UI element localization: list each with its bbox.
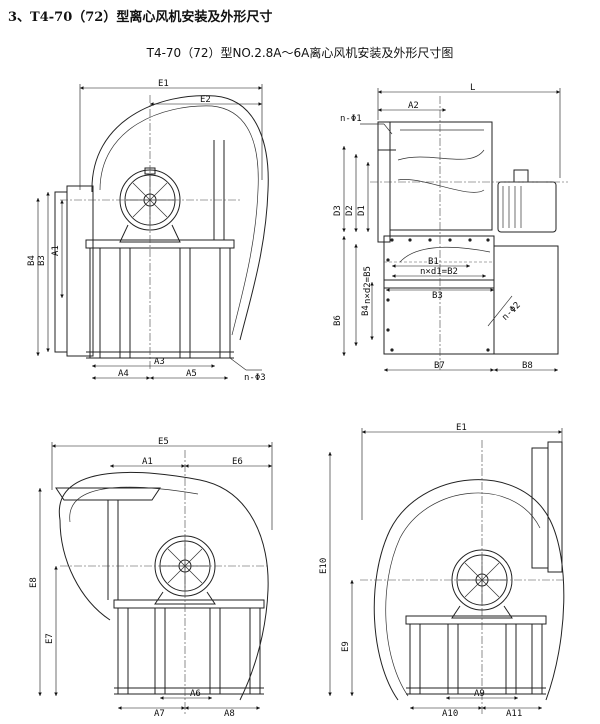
page-heading: 3、T4-70（72）型离心风机安装及外形尺寸 [8,10,273,25]
dim-A5: A5 [186,369,197,379]
scroll-casing-bottom-right [373,479,565,701]
view-front-bottom-right: E1 E10 E9 A9 A10 A11 [319,423,566,719]
motor-body-side [497,181,557,233]
label-n-phi1: n-Φ1 [340,114,362,124]
dim-E2: E2 [200,95,211,105]
dim-E9: E9 [341,641,351,652]
outlet-top [55,487,161,501]
dim-A1: A1 [51,245,61,256]
frame-top-beam [85,239,235,249]
view-front-top-left: E1 E2 B4 B3 A1 A3 A4 A5 n-Φ3 [27,79,269,383]
dim-B4: B4 [27,255,37,266]
dim-A9: A9 [474,689,485,699]
dim-B4-side: B4 [361,305,371,316]
dim-A8: A8 [224,709,235,719]
dim-L: L [470,83,475,93]
dim-n-d1-B2: n×d1=B2 [420,267,458,277]
drawing-title: T4-70（72）型NO.2.8A～6A离心风机安装及外形尺寸图 [146,46,454,60]
label-n-phi2: n-Φ2 [500,300,522,322]
dim-E10: E10 [319,558,329,574]
dim-A4: A4 [118,369,129,379]
dim-A2: A2 [408,101,419,111]
dim-B7: B7 [434,361,445,371]
dim-A10: A10 [442,709,458,719]
dim-E5: E5 [158,437,169,447]
dim-B1: B1 [428,257,439,267]
dim-E1: E1 [158,79,169,89]
dim-E7: E7 [45,633,55,644]
dim-A7: A7 [154,709,165,719]
dim-A1-bl: A1 [142,457,153,467]
label-n-phi3: n-Φ3 [244,373,266,383]
dim-E6: E6 [232,457,243,467]
dim-B3-side: B3 [432,291,443,301]
dim-D1: D1 [357,205,367,216]
scroll-casing-inner [99,105,259,336]
dim-B8: B8 [522,361,533,371]
fan-housing-side [389,121,493,231]
dim-A6: A6 [190,689,201,699]
dim-D3: D3 [333,205,343,216]
dim-n-d2-B5: n×d2=B5 [363,266,373,304]
dim-D2: D2 [345,205,355,216]
scroll-casing-outer [91,95,269,341]
dim-B6: B6 [333,315,343,326]
outlet-flange [54,191,68,353]
dim-A11: A11 [506,709,522,719]
view-front-bottom-left: E5 A1 E6 E8 E7 A6 A7 A8 [29,437,273,719]
dim-E1-br: E1 [456,423,467,433]
dim-A3: A3 [154,357,165,367]
view-side-top-right: L A2 n-Φ1 D3 D2 D1 B1 n×d1=B2 B3 B6 n×d2… [333,83,568,372]
dim-B3: B3 [37,255,47,266]
dim-E8: E8 [29,577,39,588]
scroll-casing-bottom-left [58,471,269,701]
